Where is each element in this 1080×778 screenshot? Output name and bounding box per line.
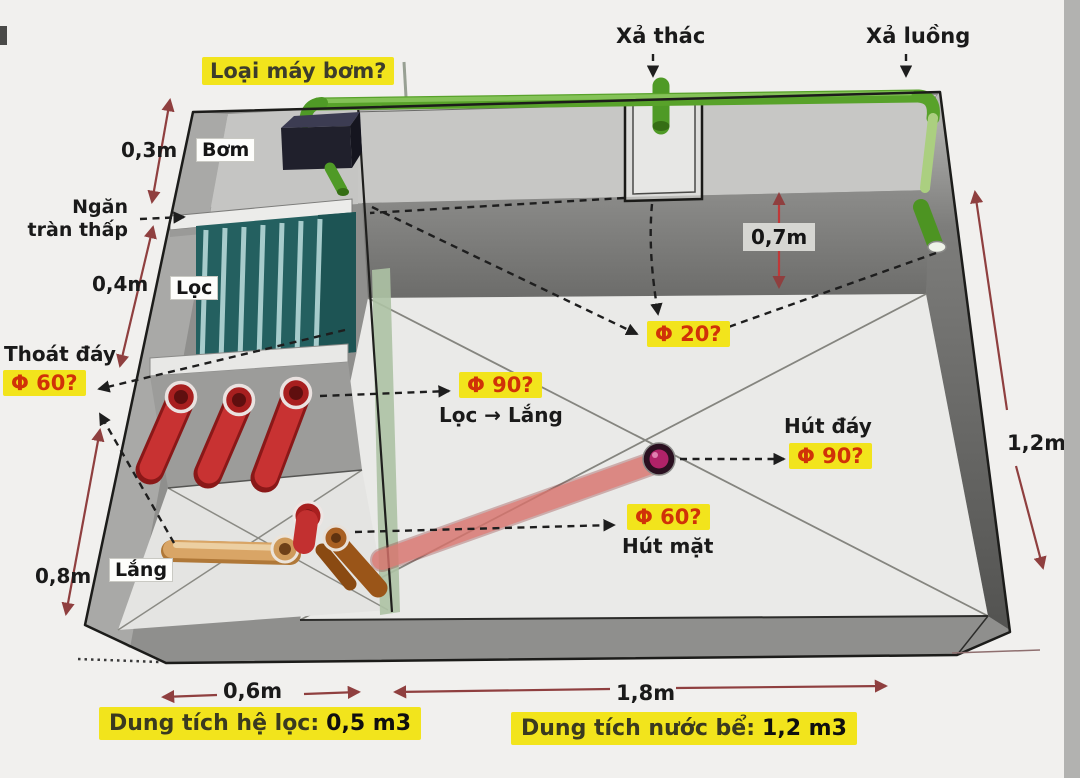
- tank-width-dim: 1,8m: [616, 681, 676, 705]
- filter-width-dim: 0,6m: [223, 679, 283, 703]
- filter-volume-caption: Dung tích hệ lọc:0,5 m3: [99, 707, 422, 740]
- settling-section-height-dim: 0,8m: [35, 564, 92, 588]
- bottom-drain-fitting: [642, 442, 676, 476]
- bottom-suction-label: Hút đáy: [784, 414, 872, 438]
- pump-type-question-label: Loại máy bơm?: [202, 57, 395, 85]
- bottom-suction-pipe-size-label: Φ 90?: [789, 443, 872, 469]
- dimension-lines: [61, 98, 1047, 704]
- low-overflow-label: Ngăn tràn thấp: [27, 196, 128, 241]
- tank-volume-label: Dung tích nước bể:: [521, 716, 756, 741]
- screenshot-edge-strip: [1064, 0, 1080, 778]
- surface-suction-pipe-size-label: Φ 60?: [627, 504, 710, 530]
- tank-volume-value: 1,2 m3: [762, 716, 847, 741]
- drain-pipe-size-label: Φ 60?: [3, 370, 86, 396]
- filter-to-settling-label: Lọc → Lắng: [439, 403, 563, 427]
- surface-suction-label: Hút mặt: [622, 534, 714, 558]
- bottom-drain-label: Thoát đáy: [4, 342, 116, 366]
- filter-volume-label: Dung tích hệ lọc:: [109, 711, 320, 736]
- filter-section-height-dim: 0,4m: [92, 272, 149, 296]
- stream-discharge-label: Xả luồng: [866, 24, 971, 48]
- pump-section-height-dim: 0,3m: [121, 138, 178, 162]
- surface-suction-pipe: [370, 450, 668, 572]
- waterfall-discharge-label: Xả thác: [616, 24, 706, 48]
- waterfall-box: [623, 77, 704, 203]
- dashed-arrows: [97, 54, 937, 544]
- left-edge-artifact: [0, 26, 7, 45]
- filter-compartment-label: Lọc: [171, 277, 218, 299]
- top-pipe-size-label: Φ 20?: [647, 321, 730, 347]
- pump-compartment-label: Bơm: [197, 139, 255, 161]
- settling-pipes: [161, 500, 388, 598]
- filter-to-settling-pipe-size-label: Φ 90?: [459, 372, 542, 398]
- tank-outline: [83, 90, 1012, 665]
- filter-volume-value: 0,5 m3: [326, 711, 412, 736]
- red-pipes: [135, 376, 313, 493]
- pump-unit: [281, 97, 362, 196]
- settling-compartment-label: Lắng: [110, 559, 173, 581]
- tank-volume-caption: Dung tích nước bể:1,2 m3: [511, 712, 857, 745]
- tank-height-dim: 1,2m: [1007, 431, 1067, 455]
- water-depth-dim: 0,7m: [743, 223, 816, 251]
